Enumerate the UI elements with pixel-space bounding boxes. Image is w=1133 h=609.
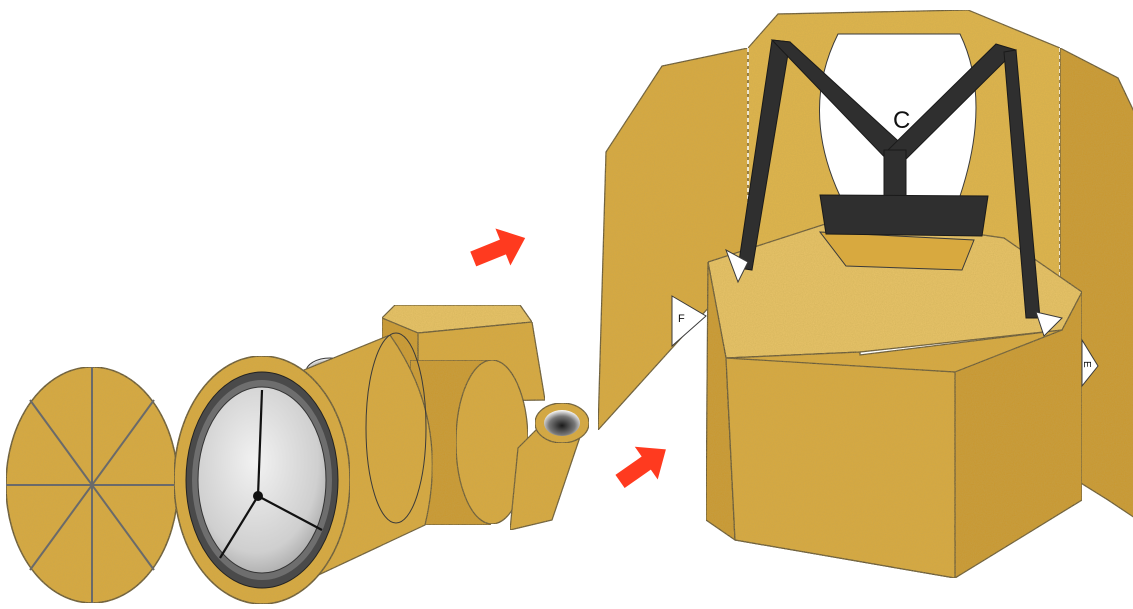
secondary-holder xyxy=(253,491,263,501)
hexagonal-mirror-box: C xyxy=(598,10,1133,578)
tab-label-e: E xyxy=(1081,361,1092,368)
telescope-tube-assembly xyxy=(6,305,589,604)
dust-cap xyxy=(6,367,178,603)
arrow-right-icon xyxy=(466,219,533,277)
dust-cap-fold-lines xyxy=(6,367,178,603)
tab-label-f: F xyxy=(678,313,685,325)
arrow-right-icon xyxy=(609,433,678,498)
tube-front-opening xyxy=(174,356,350,604)
